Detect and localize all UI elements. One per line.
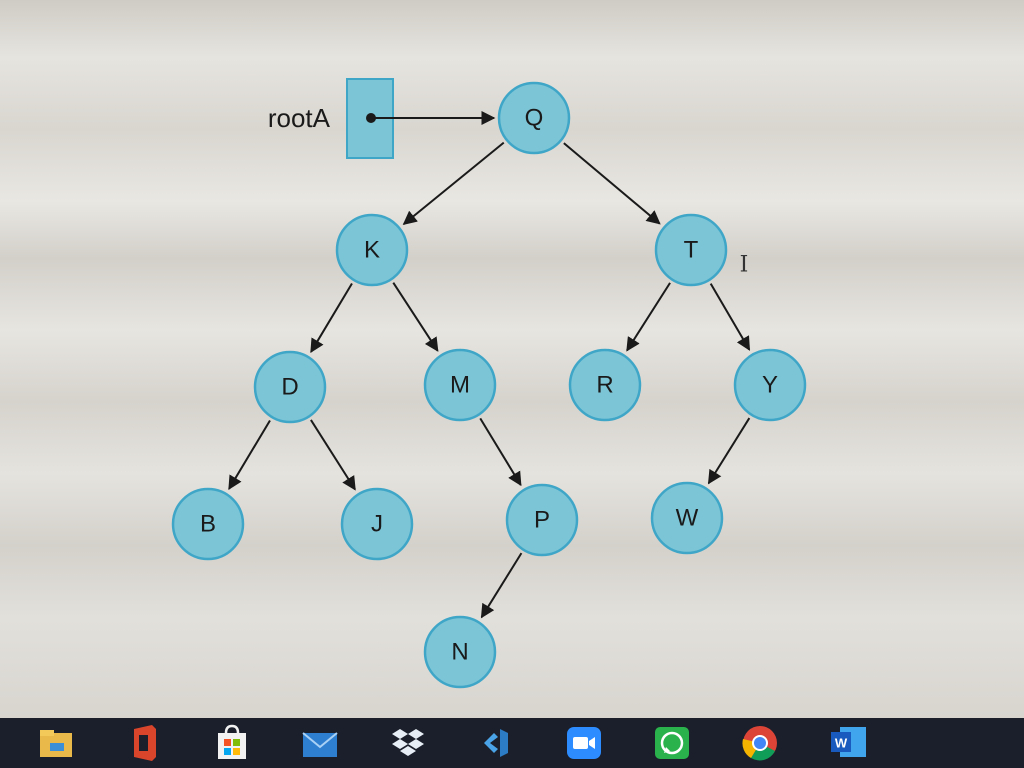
node-circle <box>505 483 579 557</box>
edge-Q-T <box>563 142 661 225</box>
node-circle <box>335 213 409 287</box>
office-icon[interactable] <box>124 723 164 763</box>
word-icon[interactable]: W <box>828 723 868 763</box>
root-pointer-label: rootA <box>268 103 331 133</box>
node-P: P <box>505 483 579 557</box>
node-label: B <box>200 511 216 538</box>
file-explorer-icon[interactable] <box>36 723 76 763</box>
screen-area: rootA Q K T D M R Y B J P W N I <box>0 0 1024 718</box>
node-circle <box>497 81 571 155</box>
microsoft-store-icon[interactable] <box>212 723 252 763</box>
edge-T-R <box>626 282 671 352</box>
edge-K-D <box>310 282 353 354</box>
whatsapp-icon[interactable] <box>652 723 692 763</box>
node-label: P <box>534 507 550 534</box>
node-label: J <box>371 511 383 538</box>
node-circle <box>253 350 327 424</box>
node-circle <box>654 213 728 287</box>
node-K: K <box>335 213 409 287</box>
dropbox-icon[interactable] <box>388 723 428 763</box>
node-label: K <box>364 237 380 264</box>
word-icon-letter: W <box>835 736 848 751</box>
node-circle <box>568 348 642 422</box>
chrome-icon[interactable] <box>740 723 780 763</box>
node-circle <box>171 487 245 561</box>
text-cursor-icon: I <box>740 253 749 278</box>
edge-D-J <box>310 419 356 491</box>
node-circle <box>733 348 807 422</box>
nodes-layer: Q K T D M R Y B J P W N <box>171 81 807 689</box>
binary-tree-diagram: rootA Q K T D M R Y B J P W N I <box>171 78 807 689</box>
node-label: Y <box>762 372 778 399</box>
edge-Y-W <box>707 417 751 485</box>
node-circle <box>423 348 497 422</box>
node-Q: Q <box>497 81 571 155</box>
edge-K-M <box>392 282 439 352</box>
node-J: J <box>340 487 414 561</box>
edge-D-B <box>228 419 271 491</box>
node-circle <box>423 615 497 689</box>
node-T: T <box>654 213 728 287</box>
zoom-icon[interactable] <box>564 723 604 763</box>
node-label: T <box>684 237 699 264</box>
node-label: M <box>450 372 470 399</box>
node-label: R <box>596 372 613 399</box>
node-W: W <box>650 481 724 555</box>
node-label: W <box>676 505 699 532</box>
mail-icon[interactable] <box>300 723 340 763</box>
edge-P-N <box>480 552 523 619</box>
node-N: N <box>423 615 497 689</box>
node-label: Q <box>525 105 544 132</box>
node-label: N <box>451 639 468 666</box>
node-M: M <box>423 348 497 422</box>
node-R: R <box>568 348 642 422</box>
edge-Q-K <box>402 141 505 225</box>
taskbar: W <box>0 718 1024 768</box>
node-circle <box>340 487 414 561</box>
node-Y: Y <box>733 348 807 422</box>
edge-T-Y <box>709 283 751 351</box>
node-D: D <box>253 350 327 424</box>
node-circle <box>650 481 724 555</box>
node-label: D <box>281 374 298 401</box>
node-B: B <box>171 487 245 561</box>
edge-M-P <box>479 417 522 487</box>
visual-studio-icon[interactable] <box>476 723 516 763</box>
edges-layer <box>228 141 751 619</box>
